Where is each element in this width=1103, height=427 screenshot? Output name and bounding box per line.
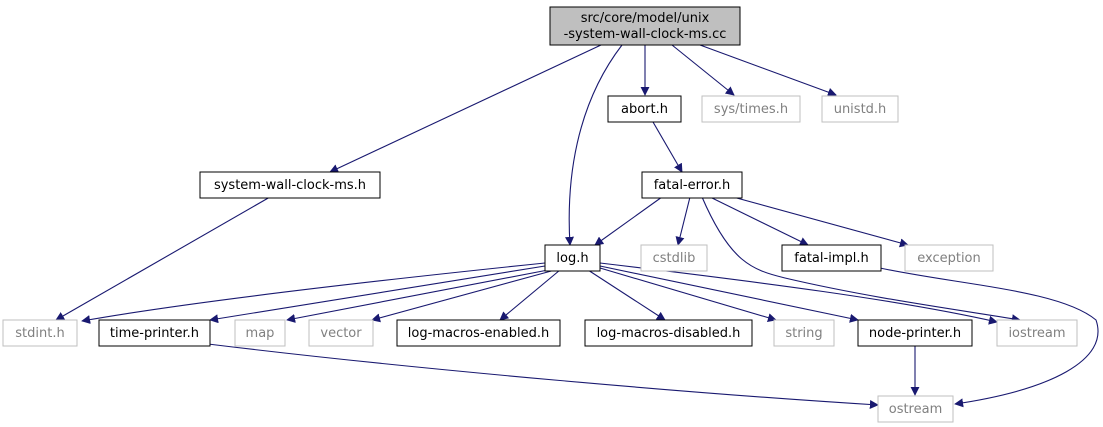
node-label: system-wall-clock-ms.h <box>214 178 366 193</box>
node-label: stdint.h <box>15 326 64 341</box>
node-fatal-impl-h[interactable]: fatal-impl.h <box>781 244 882 272</box>
edge-log-to-string <box>599 267 777 323</box>
node-label: log.h <box>556 251 588 266</box>
edge-fatal-impl-to-ostream <box>879 267 1099 408</box>
node-root-line1: src/core/model/unix <box>581 11 710 26</box>
node-log-h[interactable]: log.h <box>544 244 601 272</box>
node-label: sys/times.h <box>714 102 788 117</box>
edge-fatal-error-to-iostream <box>701 196 1021 324</box>
edge-fatal-error-to-exception <box>732 196 909 248</box>
node-root-file[interactable]: src/core/model/unix -system-wall-clock-m… <box>549 6 741 46</box>
edge-fatal-error-to-fatal-impl <box>709 196 809 246</box>
edge-system-wall-clock-ms-to-stdint <box>55 196 271 321</box>
node-label: ostream <box>889 402 943 417</box>
edge-log-to-log-macros-enabled <box>499 269 561 321</box>
node-label: vector <box>320 326 362 341</box>
node-unistd-h[interactable]: unistd.h <box>821 95 899 123</box>
node-label: log-macros-enabled.h <box>408 326 549 341</box>
edge-log-to-stdint <box>81 262 546 325</box>
edge-log-to-vector <box>371 269 556 323</box>
edge-root-to-sys-times <box>671 44 735 96</box>
node-exception[interactable]: exception <box>904 244 994 272</box>
edge-log-to-log-macros-disabled <box>587 269 666 321</box>
edge-abort-to-fatal-error <box>652 121 683 173</box>
edge-log-to-time-printer <box>209 265 546 324</box>
node-label: fatal-error.h <box>654 178 731 193</box>
edge-root-to-log <box>565 44 623 246</box>
node-log-macros-disabled-h[interactable]: log-macros-disabled.h <box>584 319 753 347</box>
node-iostream[interactable]: iostream <box>996 319 1078 347</box>
node-label: cstdlib <box>653 251 696 266</box>
edge-fatal-error-to-cstdlib <box>675 196 691 246</box>
node-abort-h[interactable]: abort.h <box>607 95 682 123</box>
node-cstdlib[interactable]: cstdlib <box>640 244 708 272</box>
edge-log-to-node-printer <box>599 265 859 323</box>
node-label: fatal-impl.h <box>794 251 868 266</box>
node-root-line2: -system-wall-clock-ms.cc <box>564 27 727 42</box>
node-label: node-printer.h <box>869 326 961 341</box>
node-label: abort.h <box>621 102 668 117</box>
edge-log-to-map <box>286 269 549 323</box>
edge-time-printer-to-ostream <box>207 343 879 409</box>
node-system-wall-clock-ms-h[interactable]: system-wall-clock-ms.h <box>199 171 381 199</box>
node-fatal-error-h[interactable]: fatal-error.h <box>641 171 743 199</box>
node-vector[interactable]: vector <box>308 319 374 347</box>
edge-root-to-unistd <box>699 44 837 97</box>
node-label: iostream <box>1008 326 1065 341</box>
node-map[interactable]: map <box>234 319 286 347</box>
node-string[interactable]: string <box>773 319 835 347</box>
node-node-printer-h[interactable]: node-printer.h <box>857 319 973 347</box>
node-log-macros-enabled-h[interactable]: log-macros-enabled.h <box>396 319 561 347</box>
node-label: exception <box>917 251 981 266</box>
node-sys-times-h[interactable]: sys/times.h <box>701 95 801 123</box>
edge-root-to-system-wall-clock-ms <box>329 44 602 173</box>
node-label: unistd.h <box>834 102 887 117</box>
edge-log-to-iostream <box>599 262 998 325</box>
node-stdint-h[interactable]: stdint.h <box>2 319 78 347</box>
edge-fatal-error-to-log <box>594 196 663 246</box>
node-ostream[interactable]: ostream <box>877 395 954 423</box>
node-label: map <box>246 326 275 341</box>
node-time-printer-h[interactable]: time-printer.h <box>98 319 211 347</box>
node-label: time-printer.h <box>110 326 199 341</box>
node-label: log-macros-disabled.h <box>597 326 741 341</box>
node-label: string <box>785 326 822 341</box>
edges <box>55 44 1099 409</box>
